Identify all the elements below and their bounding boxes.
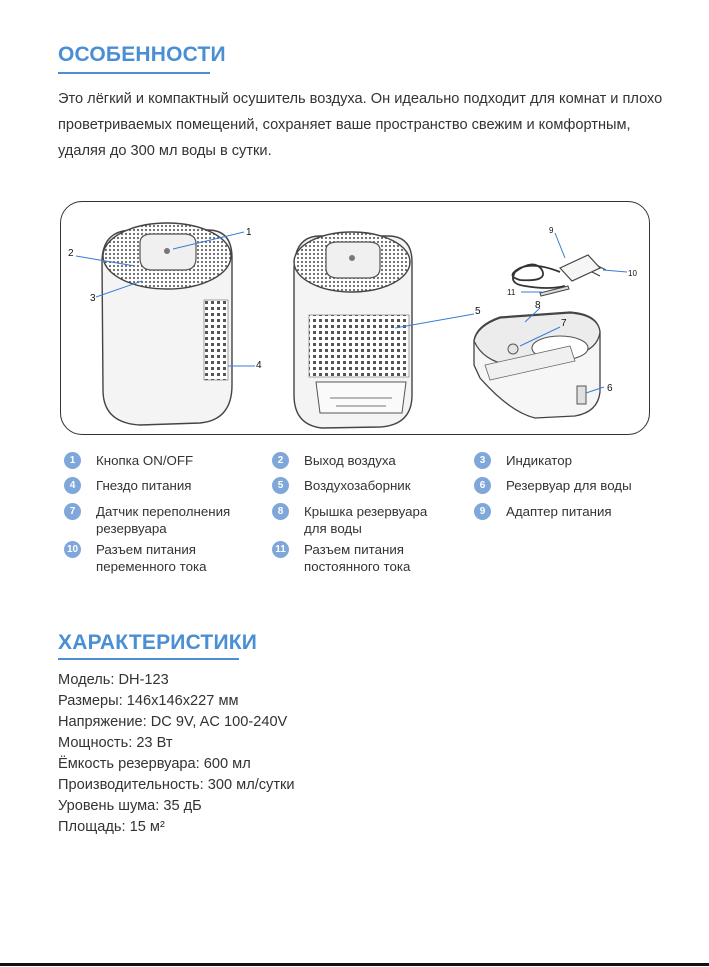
bottom-rule (0, 963, 709, 966)
spec-item-voltage: Напряжение: DC 9V, AC 100-240V (58, 714, 288, 730)
legend-number-badge: 10 (64, 541, 81, 558)
callout-1: 1 (246, 227, 252, 238)
legend-number-badge: 6 (474, 477, 491, 494)
callout-10: 10 (628, 269, 637, 278)
callout-11: 11 (507, 288, 516, 297)
callout-3: 3 (90, 293, 96, 304)
legend-number-badge: 4 (64, 477, 81, 494)
callout-8: 8 (535, 300, 541, 311)
callout-4: 4 (256, 360, 262, 371)
legend-number-badge: 11 (272, 541, 289, 558)
spec-item-capacity: Производительность: 300 мл/сутки (58, 777, 295, 793)
callout-6: 6 (607, 383, 613, 394)
legend-label: Резервуар для воды (506, 478, 632, 493)
callout-9: 9 (549, 226, 554, 235)
legend-label: Гнездо питания (96, 478, 192, 493)
power-adapter (511, 254, 607, 297)
legend-number-badge: 7 (64, 503, 81, 520)
legend-label: Датчик переполнения резервуара (96, 504, 231, 536)
legend-number-badge: 5 (272, 477, 289, 494)
product-diagram: 1 2 3 4 5 6 7 8 9 10 11 (68, 222, 637, 429)
legend-label: Индикатор (506, 453, 573, 468)
legend-label: Крышка резервуара для воды (304, 504, 428, 536)
specs-heading-underline (58, 658, 239, 660)
spec-item-area: Площадь: 15 м² (58, 819, 165, 835)
legend-label: Разъем питания переменного тока (96, 542, 207, 574)
specs-heading: ХАРАКТЕРИСТИКИ (58, 631, 258, 654)
legend-number-badge: 1 (64, 452, 81, 469)
callout-leader-lines (75, 231, 628, 394)
legend-label: Выход воздуха (304, 453, 396, 468)
dehumidifier-front-view (101, 222, 233, 426)
water-tank (473, 311, 601, 419)
legend-label: Кнопка ON/OFF (96, 453, 194, 468)
features-heading: ОСОБЕННОСТИ (58, 43, 226, 66)
callout-7: 7 (561, 318, 567, 329)
specs-list: Модель: DH-123 Размеры: 146x146x227 мм Н… (58, 670, 295, 838)
spec-item-tank-capacity: Ёмкость резервуара: 600 мл (58, 756, 251, 772)
callout-5: 5 (475, 306, 481, 317)
callout-2: 2 (68, 248, 74, 259)
legend-label: Разъем питания постоянного тока (304, 542, 411, 574)
spec-item-model: Модель: DH-123 (58, 672, 169, 688)
legend-label: Адаптер питания (506, 504, 612, 519)
spec-item-dimensions: Размеры: 146x146x227 мм (58, 693, 239, 709)
legend-label: Воздухозаборник (304, 478, 411, 493)
legend-number-badge: 9 (474, 503, 491, 520)
spec-item-power: Мощность: 23 Вт (58, 735, 173, 751)
legend-number-badge: 8 (272, 503, 289, 520)
spec-item-noise-level: Уровень шума: 35 дБ (58, 798, 202, 814)
dehumidifier-rear-view (293, 231, 413, 429)
legend-number-badge: 2 (272, 452, 289, 469)
legend-number-badge: 3 (474, 452, 491, 469)
intro-paragraph: Это лёгкий и компактный осушитель воздух… (58, 91, 663, 159)
features-heading-underline (58, 72, 210, 74)
